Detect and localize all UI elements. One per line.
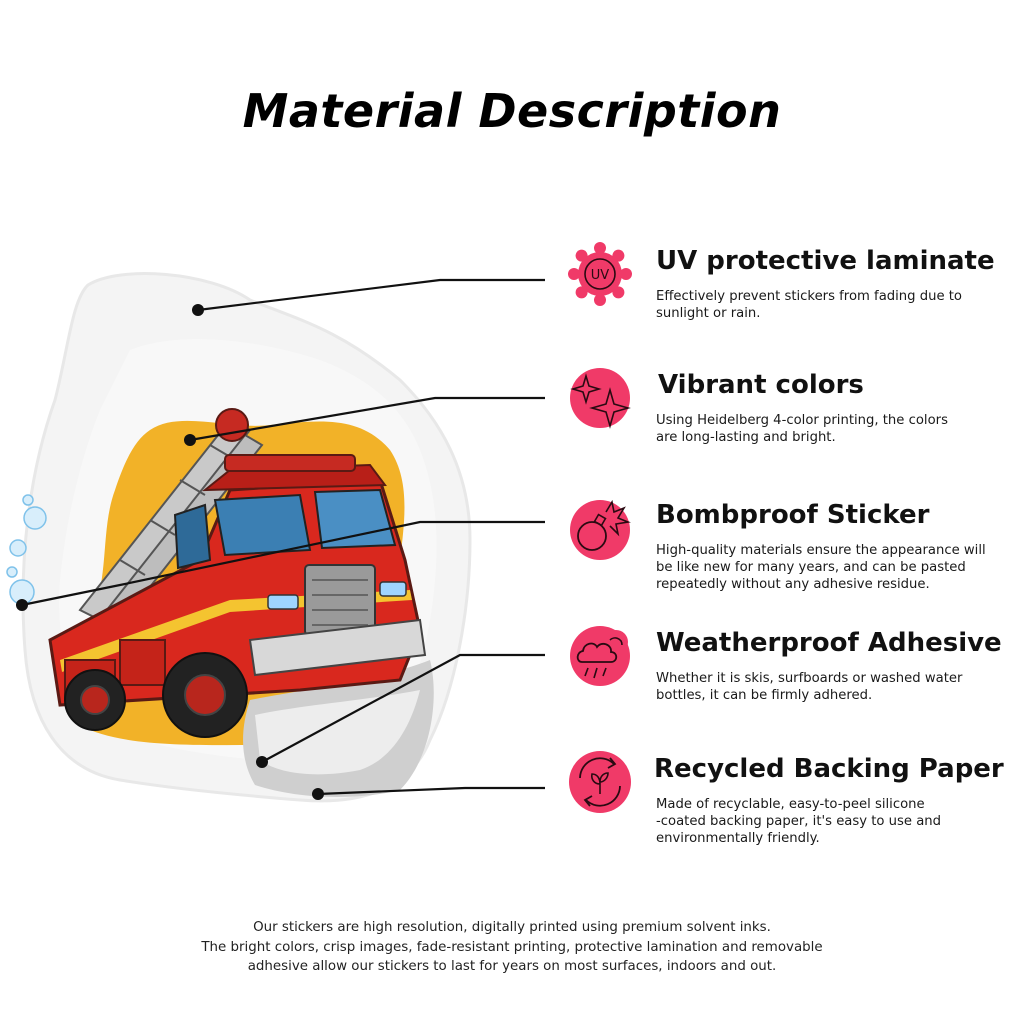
feature-title: Bombproof Sticker <box>656 500 930 530</box>
bomb-icon <box>570 499 631 560</box>
feature-title: Weatherproof Adhesive <box>656 628 1002 658</box>
fire-truck <box>48 454 427 738</box>
feature-description: Made of recyclable, easy-to-peel silicon… <box>656 797 942 846</box>
feature-title: Vibrant colors <box>658 370 864 400</box>
footer-line: adhesive allow our stickers to last for … <box>247 959 777 974</box>
svg-text:UV: UV <box>591 268 610 283</box>
recycle-icon <box>569 751 631 813</box>
leader-dots <box>16 304 324 800</box>
page-title: Material Description <box>242 84 782 138</box>
feature-description: Effectively prevent stickers from fading… <box>656 289 963 321</box>
uv-sun-icon: UV <box>568 242 632 306</box>
cloud-rain-icon <box>570 626 630 686</box>
feature-title: UV protective laminate <box>656 246 995 276</box>
footer-note: Our stickers are high resolution, digita… <box>0 918 1024 977</box>
footer-line: The bright colors, crisp images, fade-re… <box>201 939 823 955</box>
feature-description: Whether it is skis, surfboards or washed… <box>656 671 963 703</box>
sparkles-icon <box>570 368 631 429</box>
feature-title: Recycled Backing Paper <box>654 754 1004 784</box>
feature-description: High-quality materials ensure the appear… <box>656 543 986 592</box>
feature-description: Using Heidelberg 4-color printing, the c… <box>656 413 948 445</box>
leader-lines <box>21 278 545 796</box>
footer-line: Our stickers are high resolution, digita… <box>253 920 771 935</box>
